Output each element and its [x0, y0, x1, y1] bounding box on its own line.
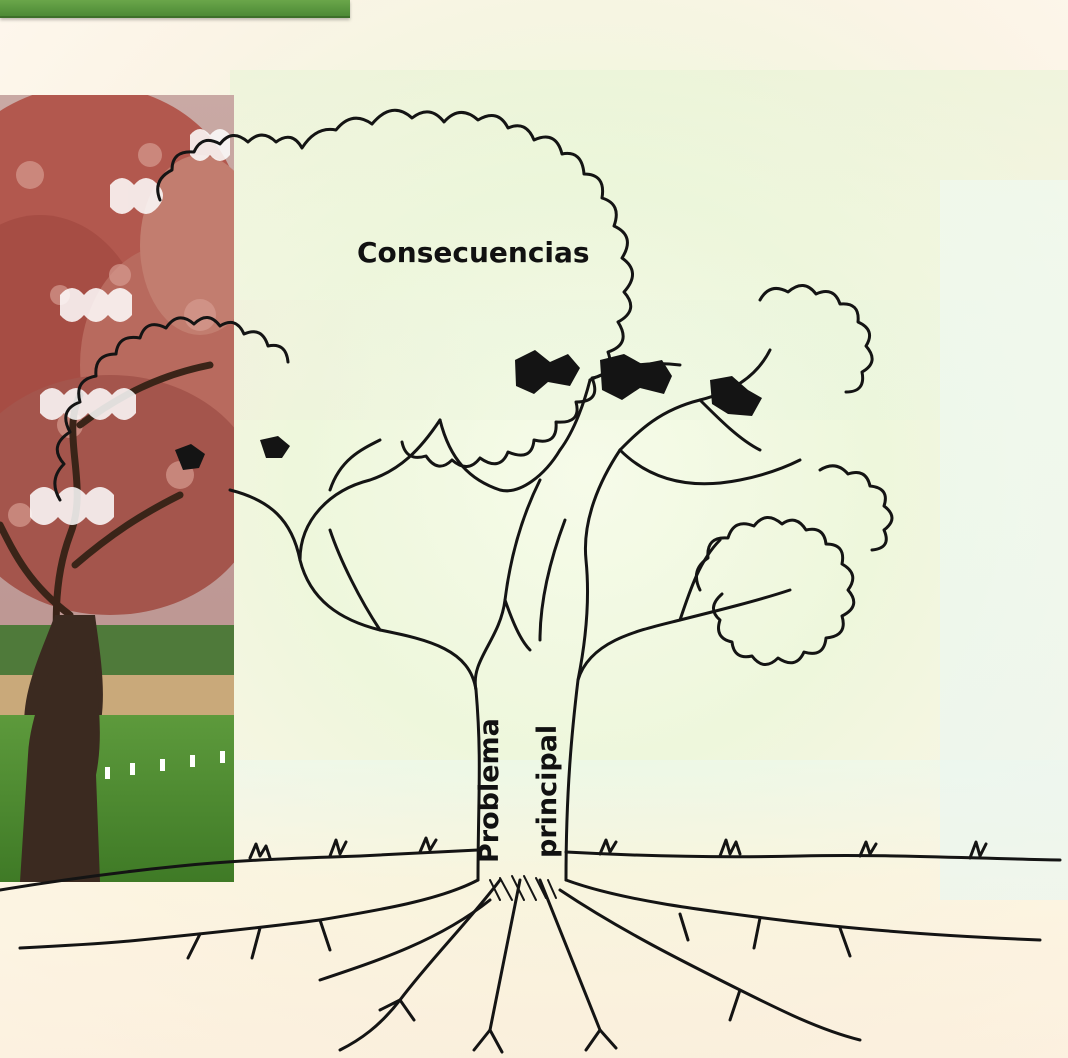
main-problem-label-line-1: Problema [474, 718, 505, 863]
consequences-label: Consecuencias [357, 236, 590, 269]
canopy-outline [55, 110, 633, 500]
main-problem-label-line-2: principal [532, 725, 563, 858]
main-problem-label: Problema principal [474, 690, 574, 870]
tree-roots [20, 880, 1040, 1052]
